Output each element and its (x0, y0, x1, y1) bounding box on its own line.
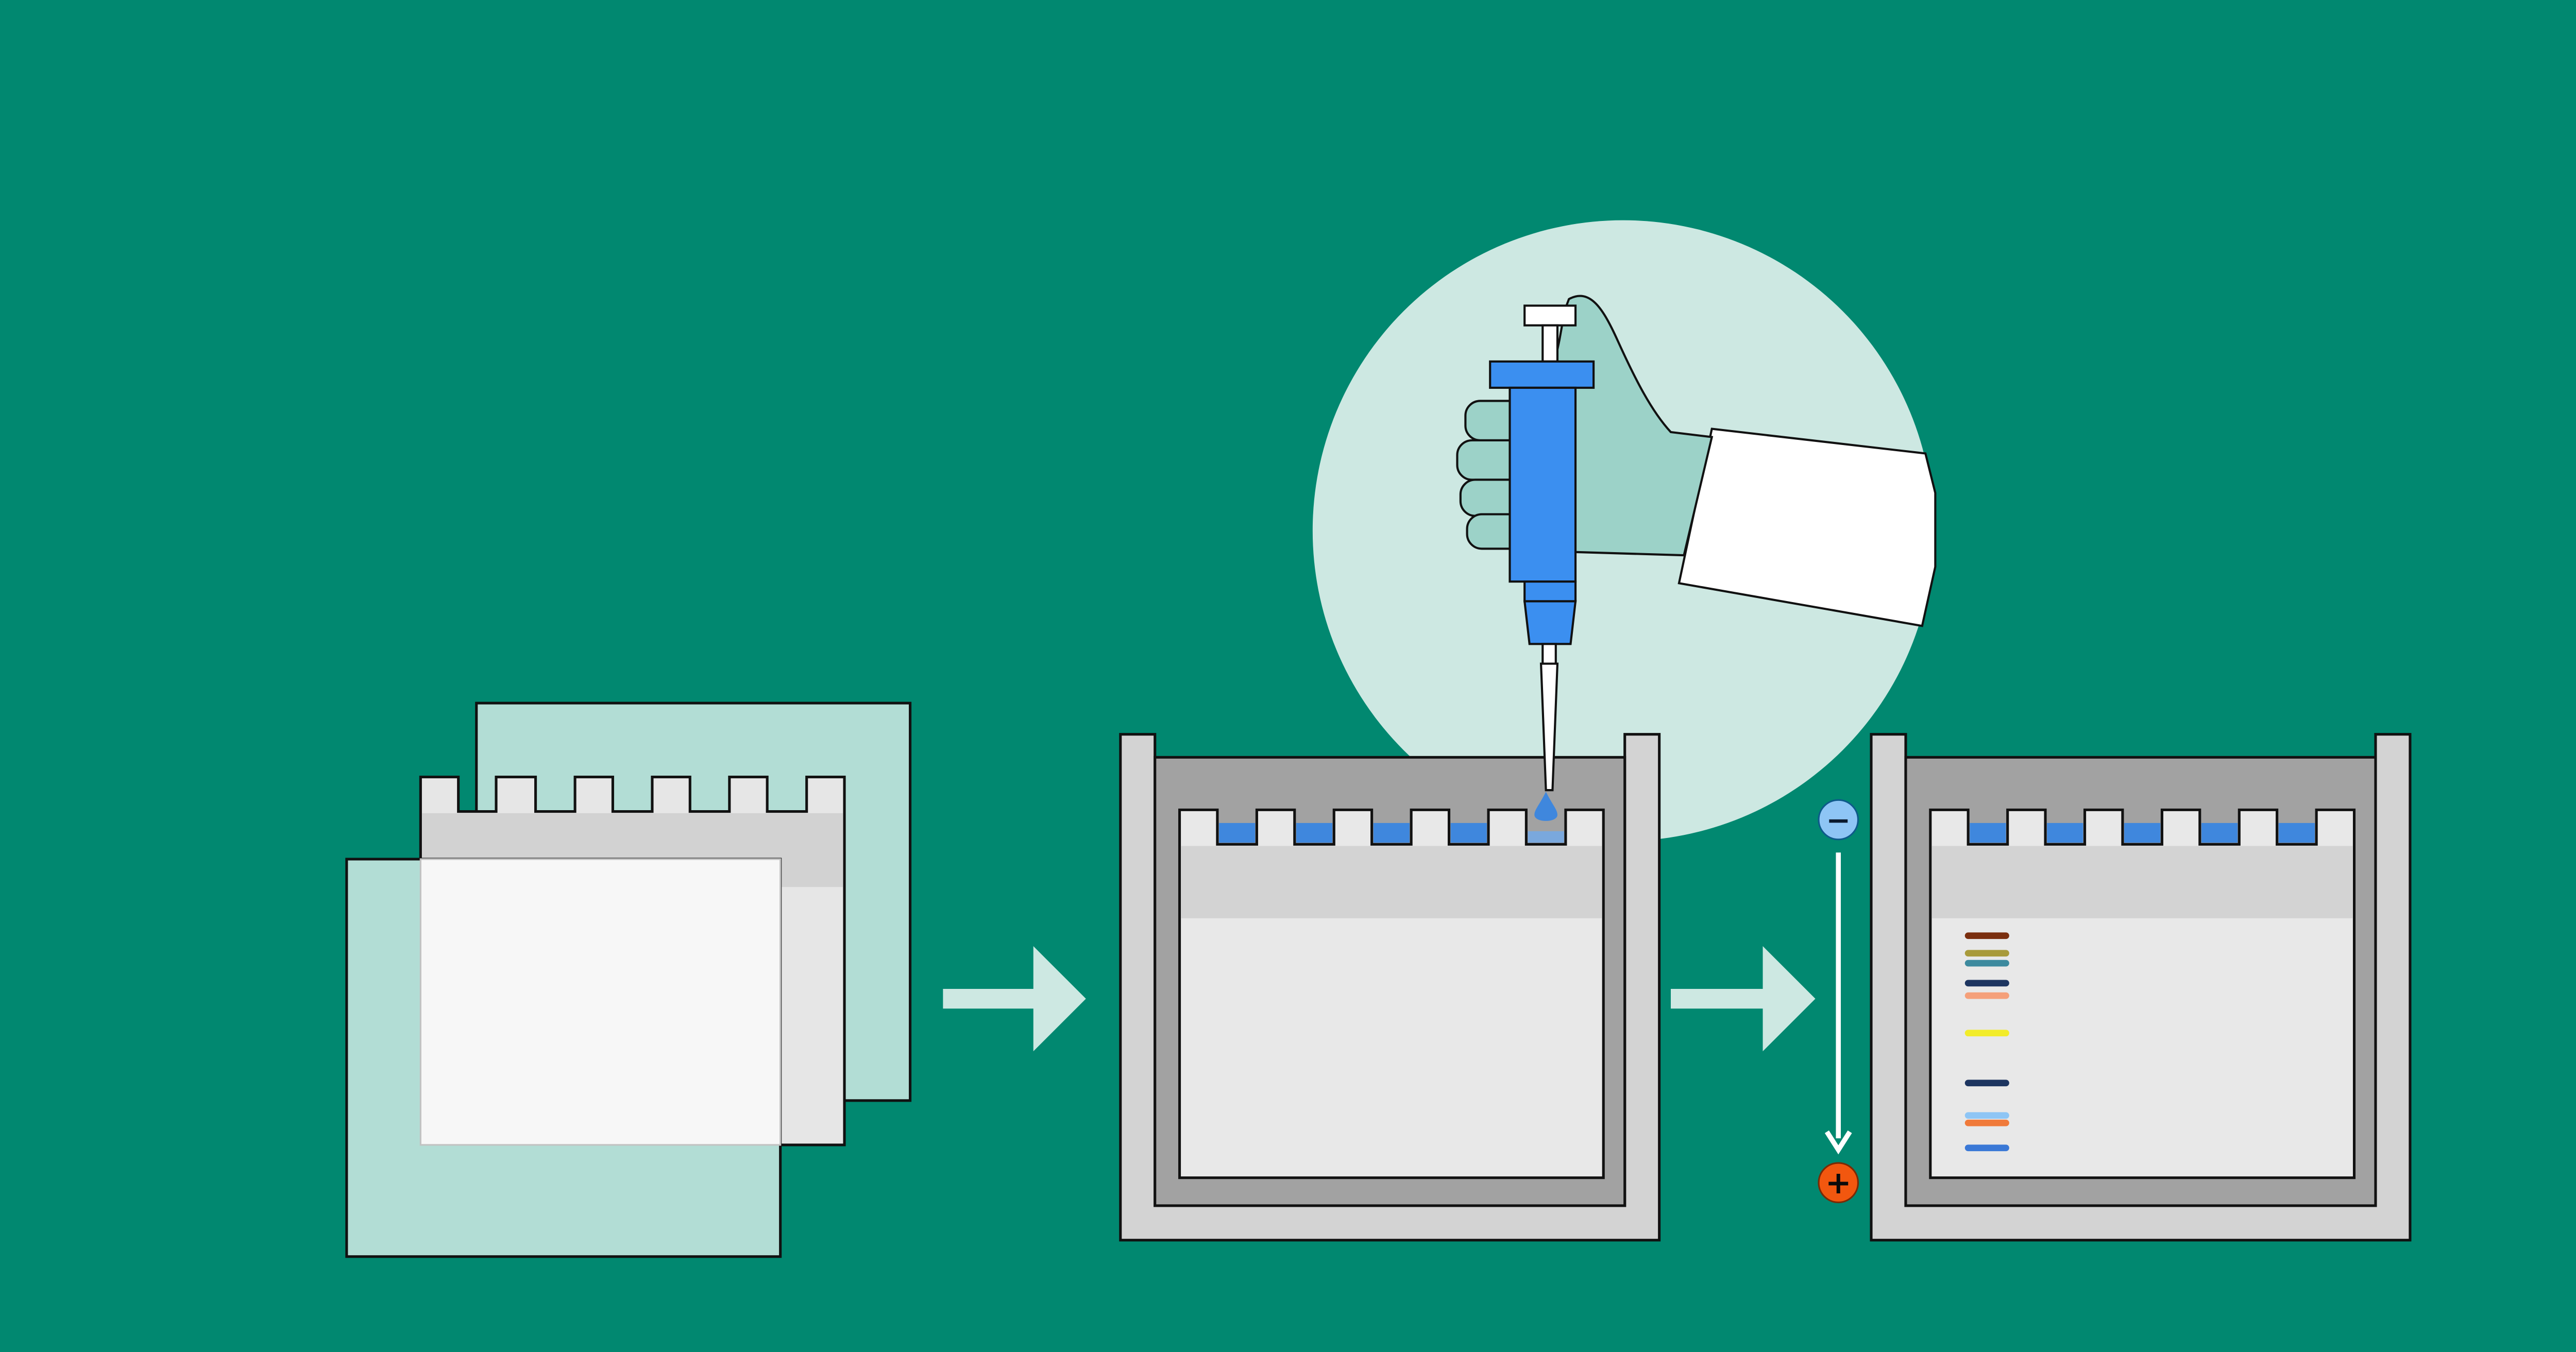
well-sample (1296, 823, 1333, 843)
plate-overlap-region (419, 858, 782, 1146)
positive-electrode (1818, 1162, 1859, 1204)
loading-gel-top-band (1181, 846, 1602, 918)
well-sample (1970, 823, 2006, 843)
well-sample (2278, 823, 2315, 843)
negative-electrode-symbol: − (1826, 803, 1851, 837)
run-wells (1970, 823, 2315, 843)
well-sample (1219, 823, 1256, 843)
pipette-top-flange (1489, 360, 1595, 389)
arrow-step-1-to-2 (943, 946, 1086, 1052)
pipette-plunger-rod (1541, 324, 1559, 363)
pipette-connector (1541, 643, 1557, 665)
step-sample-loading (1119, 220, 1937, 1242)
loading-wells (1219, 823, 1564, 843)
pipette-tip (1539, 662, 1559, 792)
step-electrophoresis-run (1870, 733, 2412, 1242)
negative-electrode (1818, 799, 1859, 841)
well-sample (2201, 823, 2238, 843)
pipette (1489, 304, 1595, 821)
dna-bands (1964, 932, 2009, 1152)
current-direction: − + (1818, 799, 1859, 1204)
well-sample (2124, 823, 2161, 843)
pipette-nose (1523, 600, 1577, 645)
arrow-step-2-to-3 (1670, 946, 1816, 1052)
well-sample (1450, 823, 1487, 843)
migration-arrow-head (1824, 1130, 1852, 1155)
well-sample (1373, 823, 1410, 843)
well-sample (2047, 823, 2083, 843)
step-casting-plates (345, 701, 912, 1258)
pipette-plunger-cap (1523, 304, 1577, 327)
positive-electrode-symbol: + (1825, 1165, 1852, 1201)
sample-droplet (1534, 792, 1557, 821)
pipette-body (1509, 386, 1577, 583)
pipette-collar (1523, 580, 1577, 603)
well-sample-filling (1528, 831, 1564, 843)
run-gel-top-band (1932, 846, 2353, 918)
lab-coat-sleeve (1677, 427, 1937, 627)
